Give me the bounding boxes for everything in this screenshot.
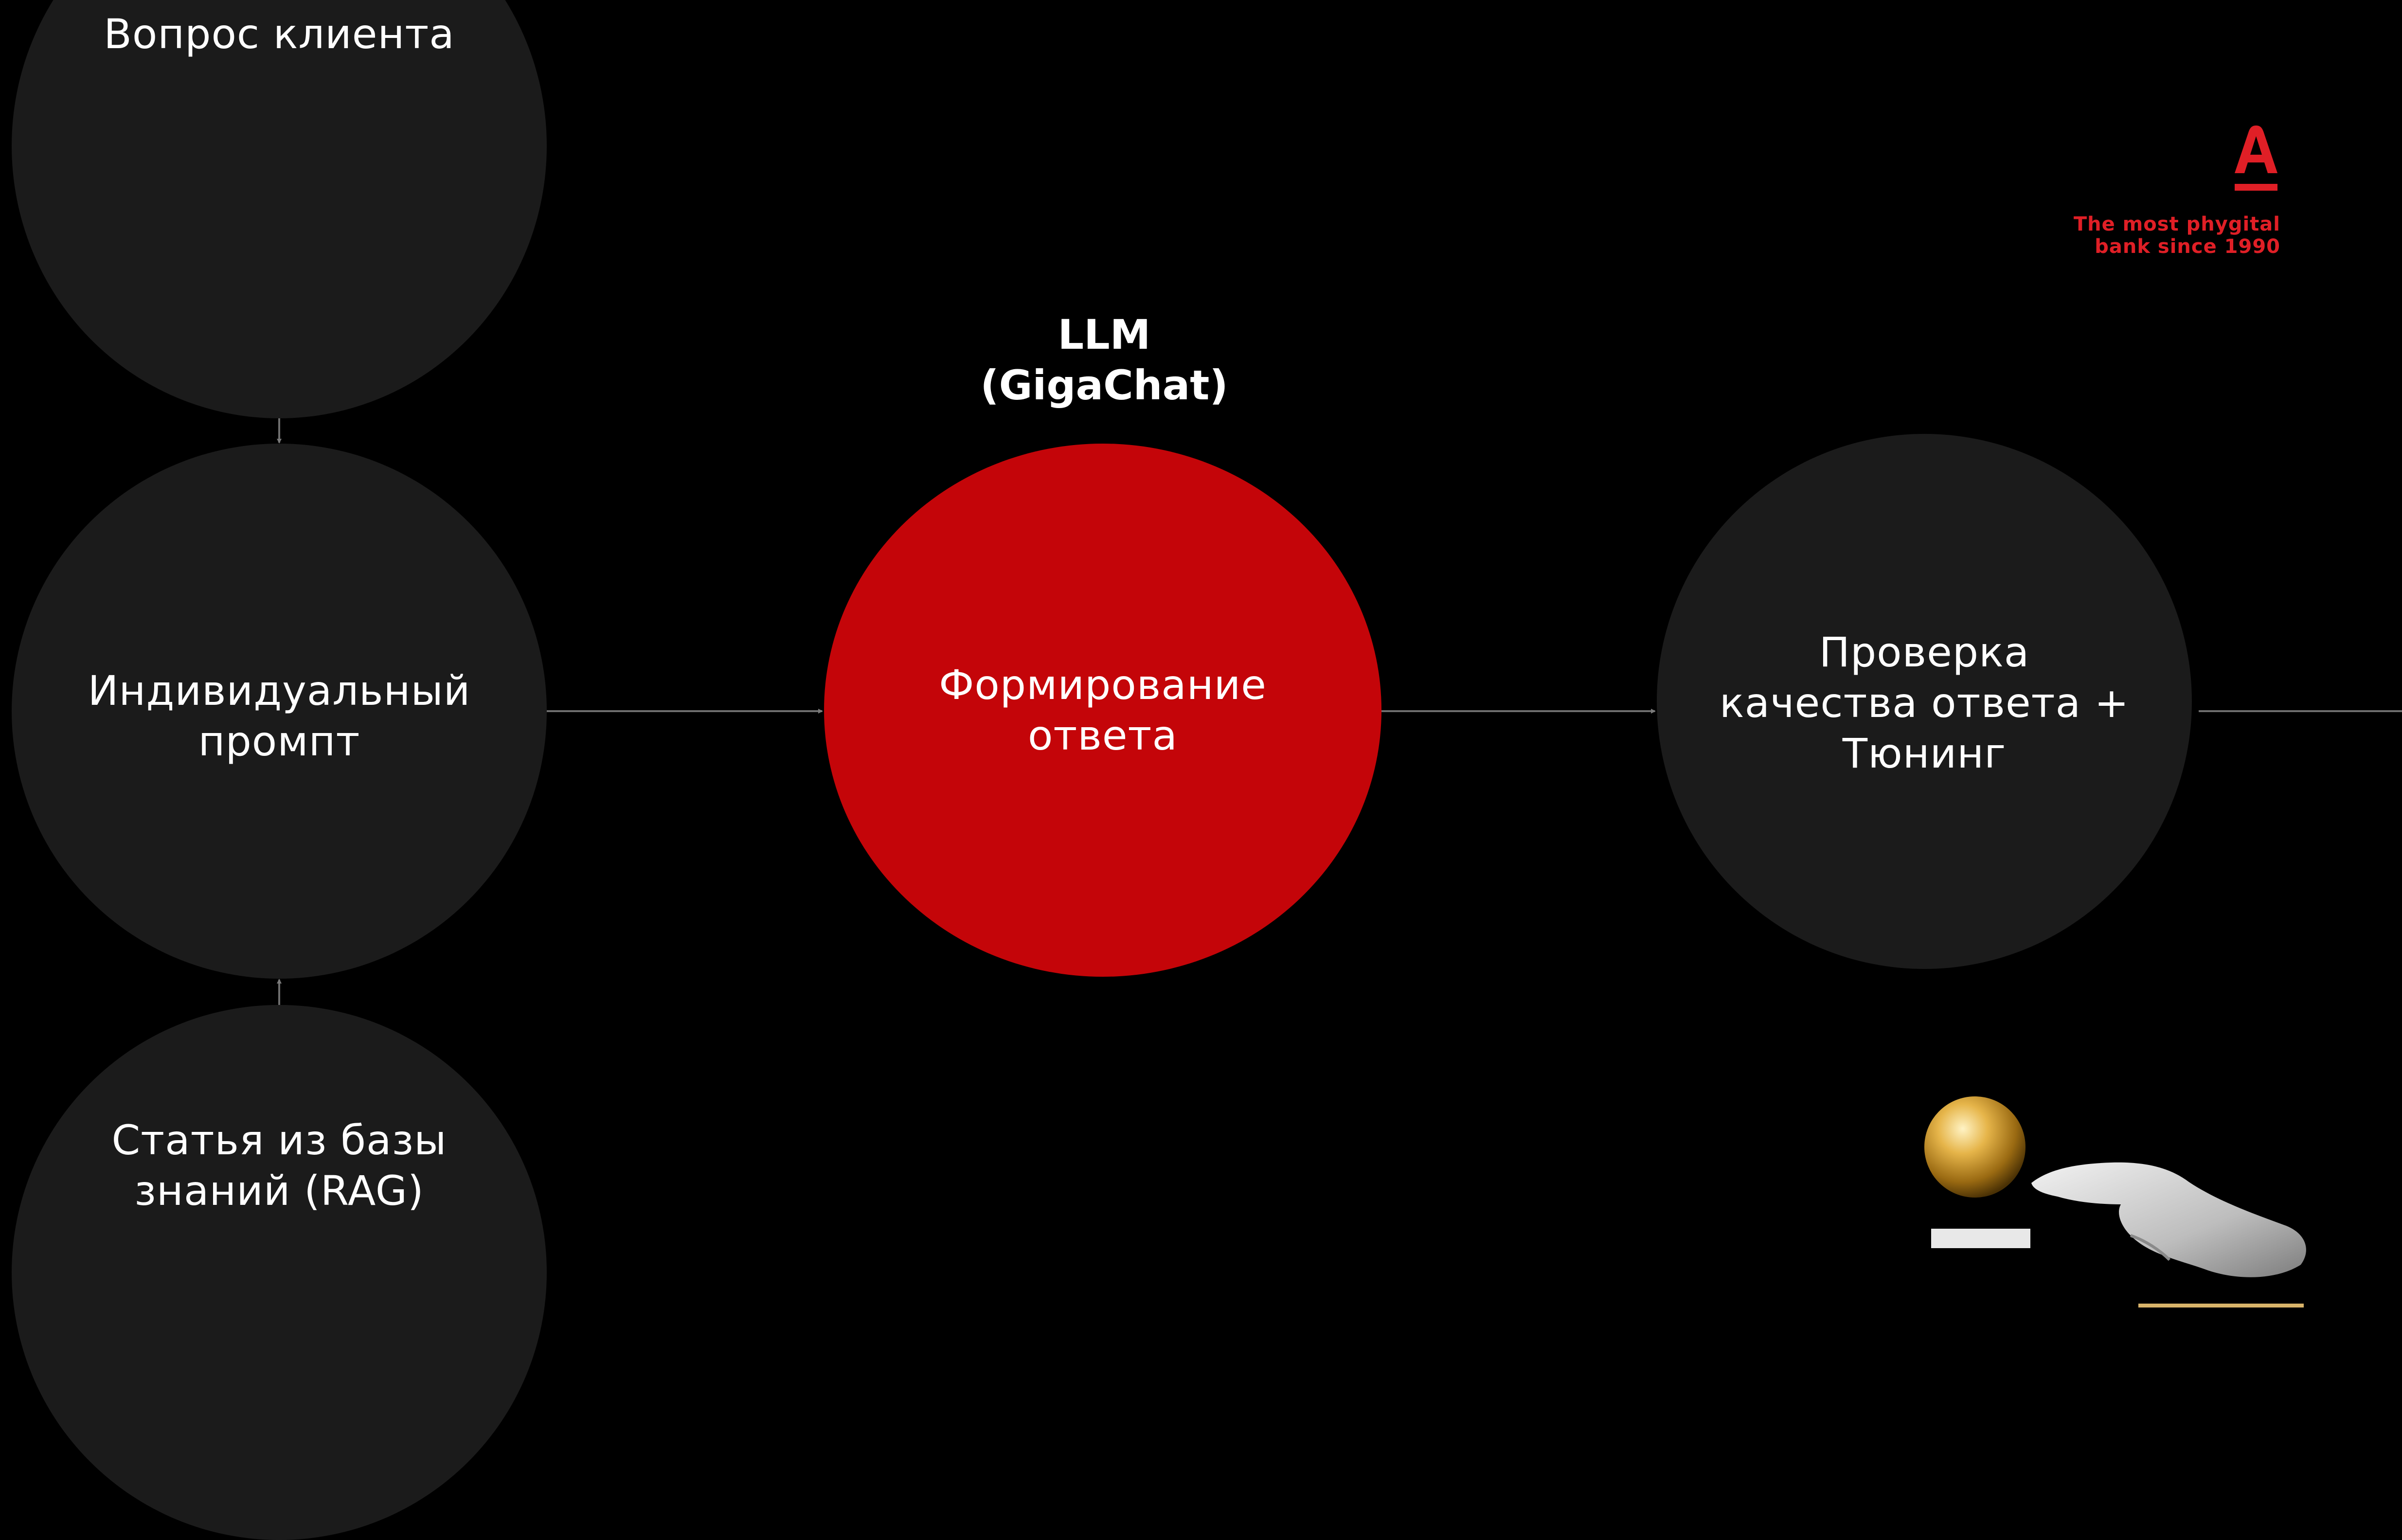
node-answer-generation: Формирование ответа [824, 444, 1381, 977]
gold-underline [2138, 1304, 2304, 1307]
pedestal-slab [1931, 1229, 2030, 1248]
llm-caption: LLM (GigaChat) [980, 311, 1228, 409]
brand-block: The most phygital bank since 1990 [2074, 123, 2280, 258]
golden-sphere [1924, 1096, 2026, 1198]
node-knowledge-base-article: Статья из базы знаний (RAG) [12, 1005, 547, 1540]
node-knowledge-base-article-label: Статья из базы знаний (RAG) [111, 1116, 447, 1215]
hand-finger-shadow [2130, 1234, 2171, 1261]
node-client-question: Вопрос клиента [12, 0, 547, 418]
diagram-connectors [277, 418, 2402, 1005]
node-answer-generation-label: Формирование ответа [939, 661, 1267, 759]
pointing-hand [2031, 1162, 2306, 1277]
slide-canvas: Вопрос клиента Индивидуальный промпт Ста… [12, 0, 2402, 1540]
brand-tagline: The most phygital bank since 1990 [2073, 213, 2280, 258]
node-individual-prompt-label: Индивидуальный промпт [88, 667, 471, 765]
node-individual-prompt: Индивидуальный промпт [12, 444, 547, 979]
alfa-bank-a-logo-icon [2235, 125, 2277, 191]
node-client-question-label: Вопрос клиента [104, 10, 455, 58]
node-quality-check-tuning-label: Проверка качества ответа + Тюнинг [1719, 628, 2130, 777]
golden-sphere-and-hand-icon [1924, 1096, 2306, 1307]
node-quality-check-tuning: Проверка качества ответа + Тюнинг [1657, 434, 2192, 969]
